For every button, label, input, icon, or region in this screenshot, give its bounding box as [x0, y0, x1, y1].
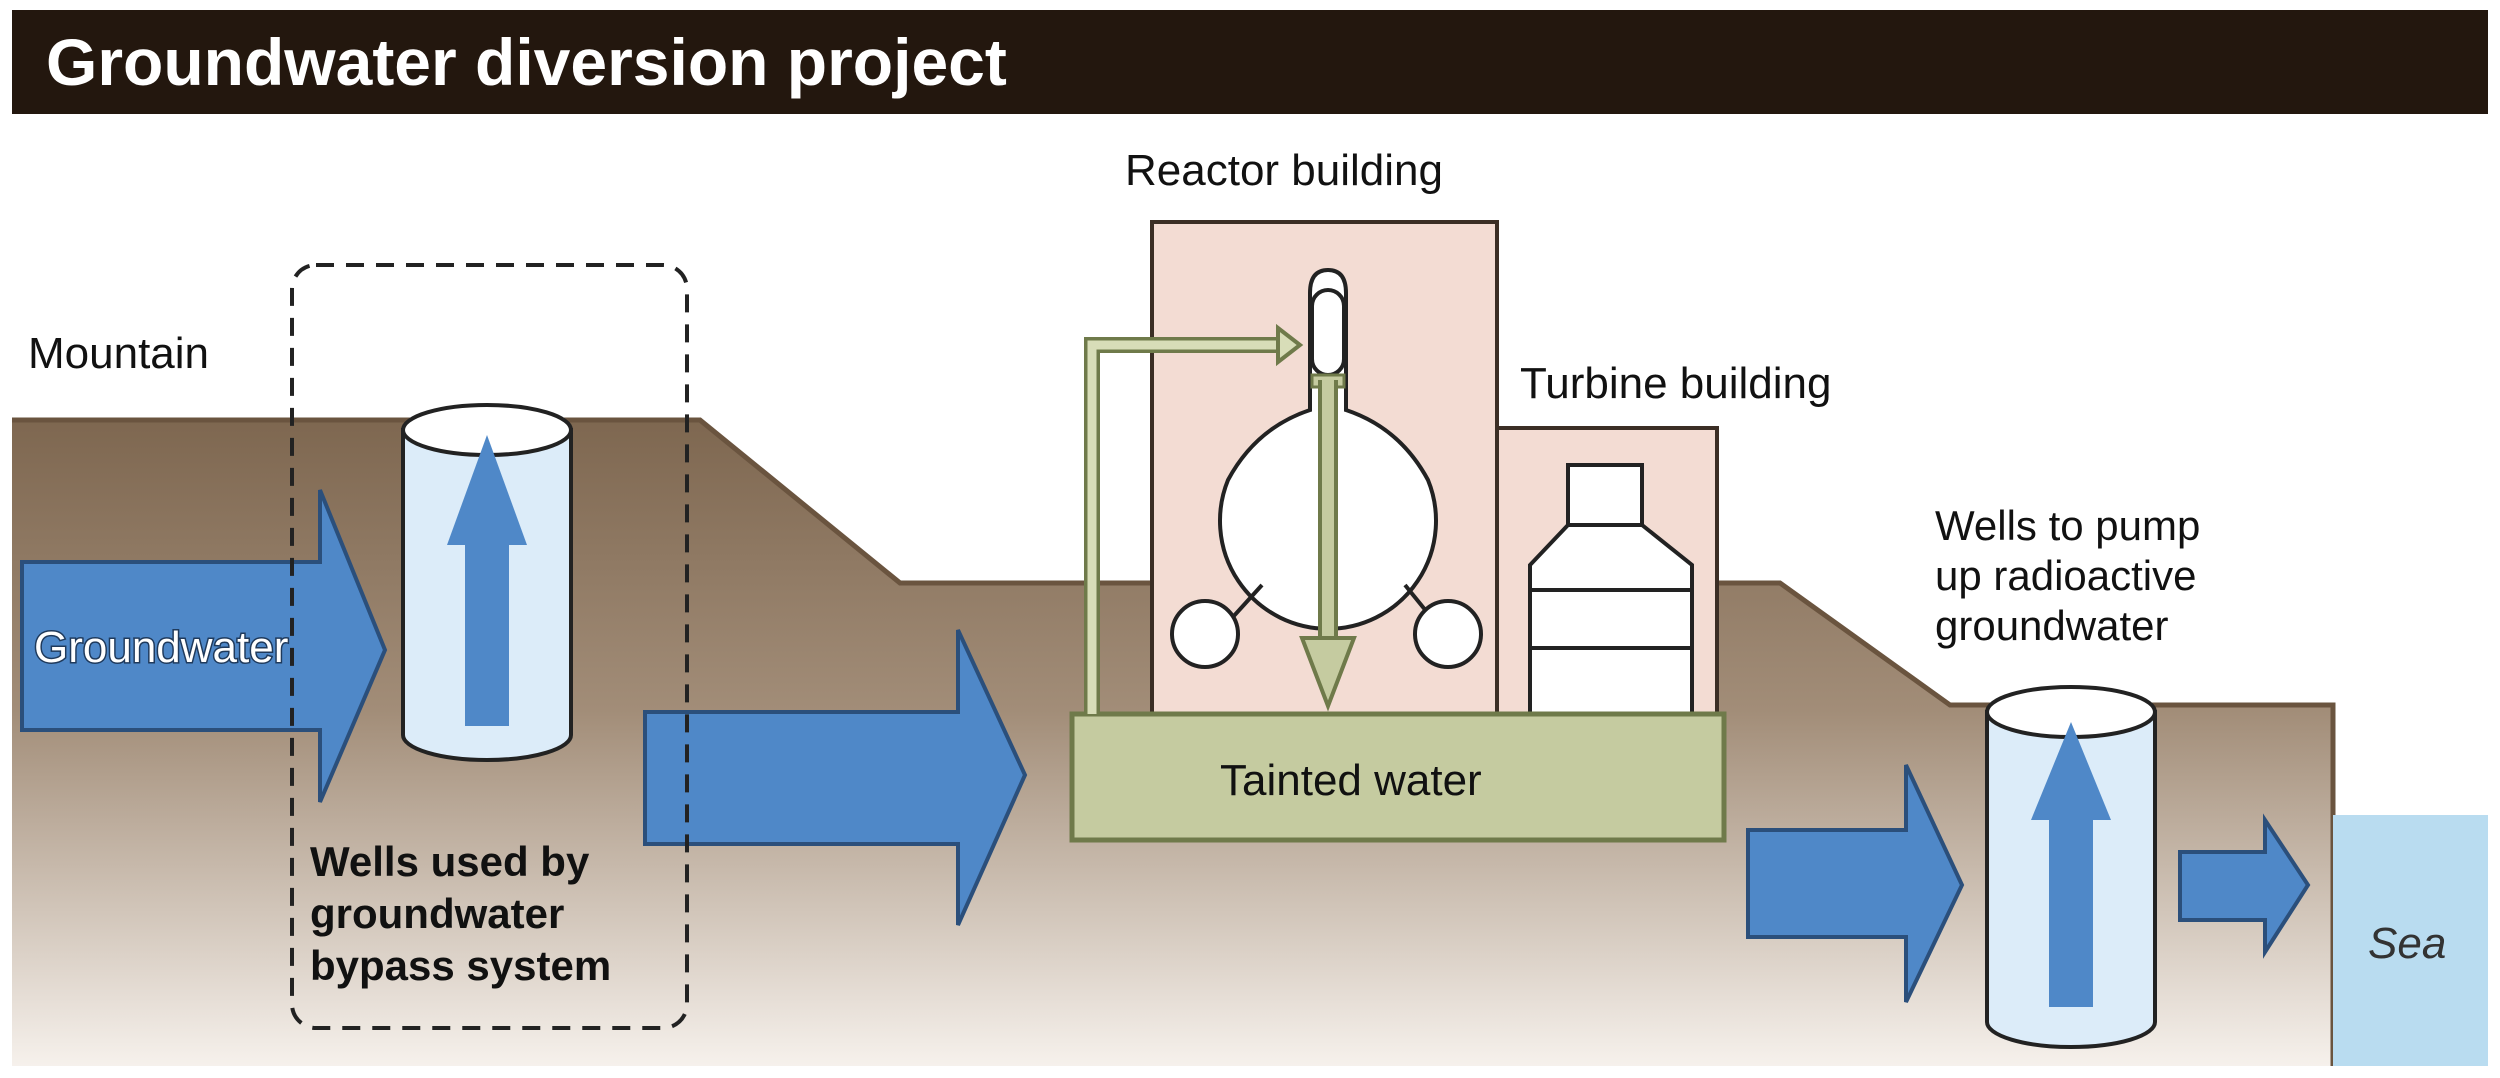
flow-arrow-to-plant [643, 629, 1028, 926]
bypass-well-icon [401, 403, 573, 762]
turbine-icon [1528, 463, 1694, 718]
pump-wells-label: Wells to pump up radioactive groundwater [1935, 502, 2200, 649]
groundwater-flow-arrows [20, 489, 2311, 1003]
mountain-label: Mountain [28, 329, 209, 378]
title-bar: Groundwater diversion project [12, 10, 2488, 114]
reactor-building-label: Reactor building [1125, 146, 1443, 195]
sea [2333, 815, 2488, 1066]
flow-arrow-to-sea [2178, 813, 2311, 959]
flow-arrow-to-pump-wells [1746, 764, 1965, 1003]
turbine-building-label: Turbine building [1520, 359, 1831, 408]
pump-well-icon [1985, 685, 2157, 1049]
sea-label: Sea [2368, 919, 2446, 968]
tainted-water-label: Tainted water [1220, 756, 1482, 805]
tainted-water-tank [1069, 711, 1727, 843]
ground-surface-line [12, 417, 2336, 1066]
bypass-wells-label: Wells used by groundwater bypass system [310, 838, 611, 989]
bypass-wells-label-line3: bypass system [310, 942, 611, 989]
groundwater-label: Groundwater [34, 623, 288, 672]
groundwater-arrow [20, 489, 388, 803]
circulation-pipe [1084, 323, 1357, 714]
diagram-title: Groundwater diversion project [46, 25, 1007, 99]
pump-wells-label-line1: Wells to pump [1935, 502, 2200, 549]
pump-wells-label-line3: groundwater [1935, 602, 2168, 649]
pump-wells-label-line2: up radioactive [1935, 552, 2197, 599]
bypass-wells-label-line2: groundwater [310, 890, 564, 937]
bypass-wells-label-line1: Wells used by [310, 838, 590, 885]
